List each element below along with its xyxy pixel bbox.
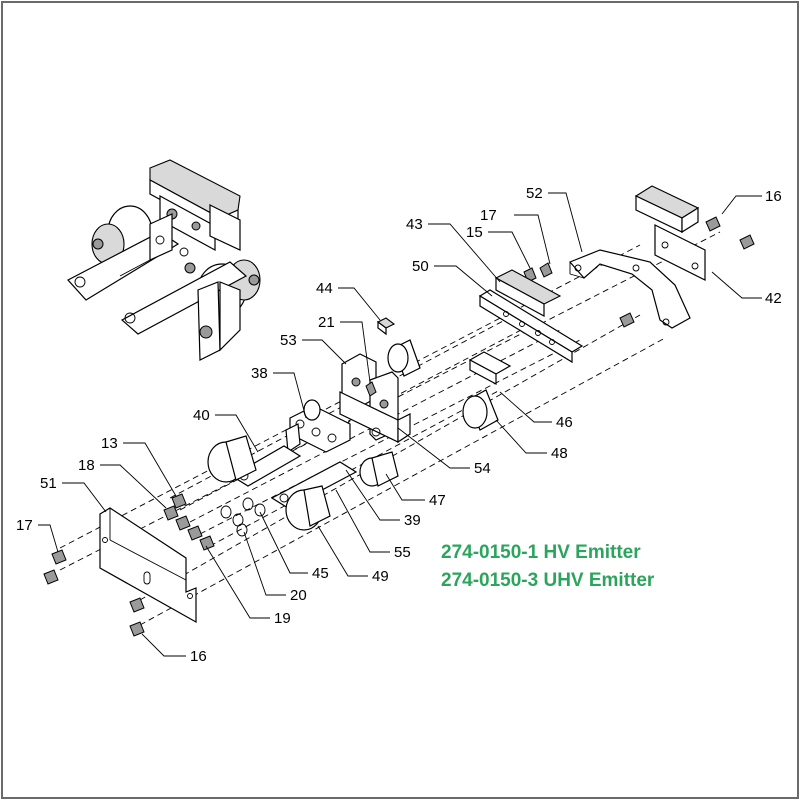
part-53-54-center — [339, 353, 411, 444]
screws-top-right — [523, 216, 755, 328]
callout-47: 47 — [429, 492, 446, 509]
callout-43: 43 — [406, 216, 423, 233]
callout-17-top: 17 — [480, 207, 497, 224]
callout-54: 54 — [474, 460, 491, 477]
screws-bottom-left — [43, 549, 145, 637]
part-51-bracket — [99, 507, 197, 624]
callout-52: 52 — [526, 185, 543, 202]
part-52-bracket — [568, 249, 691, 329]
part-42-bracket — [634, 185, 706, 281]
callout-17-left: 17 — [16, 517, 33, 534]
leader-lines — [38, 192, 762, 657]
callout-18: 18 — [78, 457, 95, 474]
part-21-cylinder — [387, 339, 421, 377]
callout-16-bottom: 16 — [190, 648, 207, 665]
callout-13: 13 — [101, 435, 118, 452]
part-40-strap — [207, 435, 302, 487]
part-46-tab — [468, 351, 512, 386]
part-55-strap — [270, 461, 358, 531]
callout-21: 21 — [318, 314, 335, 331]
callout-40: 40 — [193, 407, 210, 424]
title-hv-emitter: 274-0150-1 HV Emitter — [441, 542, 641, 563]
callout-38: 38 — [251, 365, 268, 382]
callout-48: 48 — [551, 445, 568, 462]
callout-46: 46 — [556, 414, 573, 431]
title-uhv-emitter: 274-0150-3 UHV Emitter — [441, 570, 655, 591]
part-43-50-bar — [478, 269, 584, 364]
callout-49: 49 — [372, 568, 389, 585]
part-38-39-brackets — [285, 399, 351, 454]
callout-16-top: 16 — [765, 188, 782, 205]
callout-55: 55 — [394, 544, 411, 561]
callout-44: 44 — [316, 280, 333, 297]
callout-19: 19 — [274, 610, 291, 627]
callout-labels: 16 17 15 52 43 50 42 44 21 53 38 40 46 4… — [16, 185, 782, 665]
callout-45: 45 — [312, 565, 329, 582]
fasteners-left — [163, 493, 266, 551]
part-44-clip — [376, 317, 396, 336]
part-48-cylinder — [462, 389, 499, 431]
callout-42: 42 — [765, 290, 782, 307]
part-47-cylinder — [359, 451, 399, 487]
callout-53: 53 — [280, 332, 297, 349]
callout-39: 39 — [404, 512, 421, 529]
callout-15: 15 — [466, 224, 483, 241]
callout-20: 20 — [290, 587, 307, 604]
callout-51: 51 — [40, 475, 57, 492]
assembled-view — [67, 159, 261, 361]
callout-50: 50 — [412, 258, 429, 275]
